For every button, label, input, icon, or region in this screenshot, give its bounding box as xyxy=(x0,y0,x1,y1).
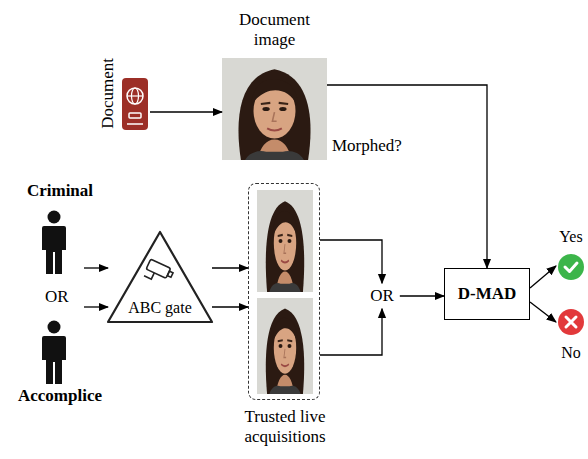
person-body xyxy=(42,336,66,384)
process-label: D-MAD xyxy=(458,284,517,304)
or-label-holder: OR xyxy=(45,287,69,307)
flow-arrow xyxy=(212,267,248,268)
outcome-label: Yes xyxy=(556,228,586,246)
flow-arrow xyxy=(530,302,556,322)
document-label: Document xyxy=(98,58,118,129)
yes-circle xyxy=(558,254,584,280)
camera-lens xyxy=(167,271,173,277)
flow-arrow xyxy=(150,111,222,112)
outcome-label: No xyxy=(556,344,586,362)
camera-icon xyxy=(143,259,174,286)
document-photo xyxy=(222,58,327,160)
person-label: Accomplice xyxy=(0,386,120,406)
morph-question: Morphed? xyxy=(332,136,402,156)
person-body xyxy=(42,226,66,274)
document-image: Document imageMorphed? xyxy=(222,10,327,160)
process-box: D-MAD xyxy=(444,268,530,320)
person-head xyxy=(48,211,61,224)
or-label: OR xyxy=(45,287,69,307)
person-head xyxy=(48,321,61,334)
flow-arrow xyxy=(400,295,444,296)
outcome-no: No xyxy=(556,308,586,364)
no-circle xyxy=(558,309,584,335)
passport-line xyxy=(127,123,143,125)
passport-chip xyxy=(129,113,141,118)
abc-gate: ABC gate xyxy=(108,228,212,324)
gate-label: ABC gate xyxy=(108,299,212,317)
group-label: Trusted live acquisitions xyxy=(225,407,345,446)
check-mark xyxy=(565,263,577,272)
outcome-yes: Yes xyxy=(556,228,586,282)
cross-mark xyxy=(566,317,576,327)
document-icon: Document xyxy=(96,50,150,150)
flow-arrow xyxy=(212,306,248,307)
person-icon xyxy=(42,321,66,385)
person-icon xyxy=(42,211,66,275)
globe-equator xyxy=(127,95,143,96)
flow-arrow xyxy=(84,306,108,307)
live-photo xyxy=(257,298,313,394)
junction-label: OR xyxy=(370,286,394,306)
person-figure: Criminal xyxy=(36,205,84,277)
flow-arrow xyxy=(320,240,382,283)
passport-cover xyxy=(122,78,148,130)
flow-arrow xyxy=(530,266,556,288)
person-figure: Accomplice xyxy=(36,300,84,386)
globe xyxy=(127,88,143,104)
person-label: Criminal xyxy=(10,181,110,201)
trusted-group: Trusted live acquisitions xyxy=(248,183,320,400)
image-heading: Document image xyxy=(222,10,327,49)
camera-mount xyxy=(144,269,154,279)
or-junction: OR xyxy=(364,283,400,309)
flow-arrow xyxy=(84,267,108,268)
passport-icon xyxy=(122,78,148,130)
flow-arrow xyxy=(320,309,382,355)
live-photo xyxy=(257,190,313,292)
gate-triangle xyxy=(108,232,212,322)
